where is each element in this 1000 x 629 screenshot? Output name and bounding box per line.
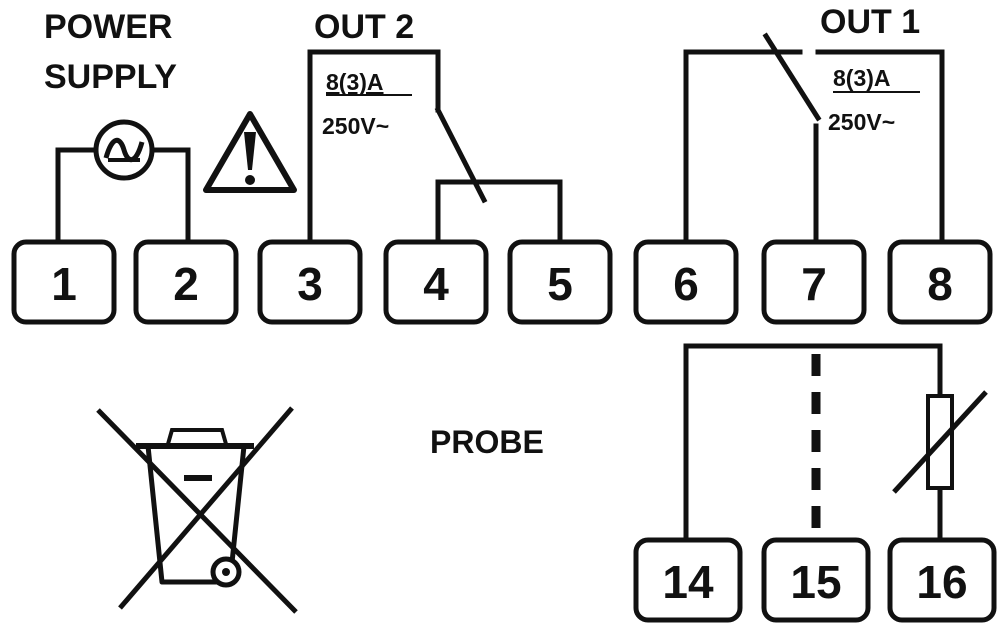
terminal-3: 3	[257, 239, 363, 325]
terminal-16: 16	[887, 537, 997, 623]
out2-relay-wiring	[307, 49, 563, 245]
out2-rating: 8(3)A	[326, 69, 384, 95]
terminal-2-number: 2	[173, 258, 199, 310]
terminal-1: 1	[11, 239, 117, 325]
out1-voltage: 250V~	[828, 109, 895, 135]
terminal-6-number: 6	[673, 258, 699, 310]
terminal-2: 2	[133, 239, 239, 325]
out1-relay-wiring	[683, 32, 945, 245]
out2-voltage: 250V~	[322, 113, 389, 139]
terminal-16-number: 16	[916, 556, 967, 608]
terminal-5-number: 5	[547, 258, 573, 310]
power-supply-label-line1: POWER	[44, 8, 172, 46]
ac-source-icon	[93, 119, 155, 181]
power-supply-wiring	[55, 147, 191, 245]
terminal-14-number: 14	[662, 556, 714, 608]
terminal-5: 5	[507, 239, 613, 325]
terminal-15: 15	[761, 537, 871, 623]
terminal-4: 4	[383, 239, 489, 325]
probe-label: PROBE	[430, 424, 544, 460]
out1-rating: 8(3)A	[833, 65, 891, 91]
terminal-6: 6	[633, 239, 739, 325]
terminal-8-number: 8	[927, 258, 953, 310]
terminal-1-number: 1	[51, 258, 77, 310]
terminal-15-number: 15	[790, 556, 841, 608]
power-supply-label-line2: SUPPLY	[44, 58, 177, 96]
terminal-14: 14	[633, 537, 743, 623]
out2-title: OUT 2	[314, 8, 414, 46]
warning-triangle-icon	[203, 111, 297, 193]
probe-wiring	[683, 343, 943, 543]
out1-title: OUT 1	[820, 3, 920, 41]
terminal-7-number: 7	[801, 258, 827, 310]
crossed-out-bin-icon	[96, 406, 298, 614]
terminal-4-number: 4	[423, 258, 449, 310]
terminal-3-number: 3	[297, 258, 323, 310]
thermistor-icon	[892, 390, 988, 494]
terminal-8: 8	[887, 239, 993, 325]
terminal-7: 7	[761, 239, 867, 325]
